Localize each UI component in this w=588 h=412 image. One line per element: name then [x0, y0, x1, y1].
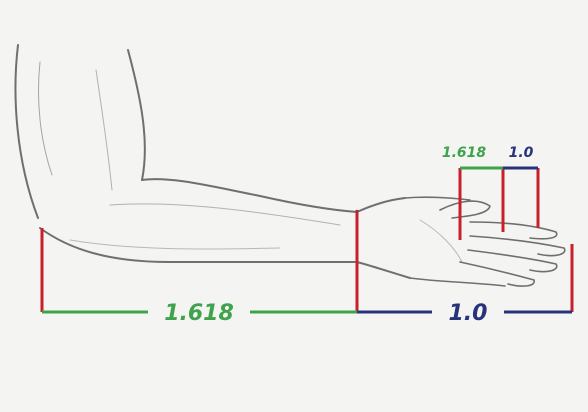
- forearm-inner-line: [110, 204, 340, 225]
- knuckle-shade: [420, 220, 462, 262]
- hand-ratio-label: 1.0: [449, 301, 488, 326]
- upper-arm-back: [128, 50, 145, 180]
- upper-arm-outline: [15, 45, 38, 218]
- upper-arm-shade: [96, 70, 112, 190]
- finger-3: [468, 250, 557, 272]
- hand-bottom: [410, 278, 505, 286]
- finger-distal-label: 1.0: [509, 145, 534, 161]
- thumb: [440, 201, 490, 218]
- wrist-top: [357, 198, 405, 212]
- forearm-bottom-outline: [40, 228, 357, 262]
- wrist-bottom: [357, 262, 410, 278]
- forearm-ratio-label: 1.618: [164, 301, 234, 326]
- finger-proximal-label: 1.618: [442, 145, 487, 161]
- forearm-muscle-shade: [70, 240, 280, 249]
- arm-sketch: [15, 45, 564, 286]
- forearm-top-outline: [142, 179, 357, 212]
- upper-arm-inner: [39, 62, 53, 175]
- red-markers: [42, 168, 572, 312]
